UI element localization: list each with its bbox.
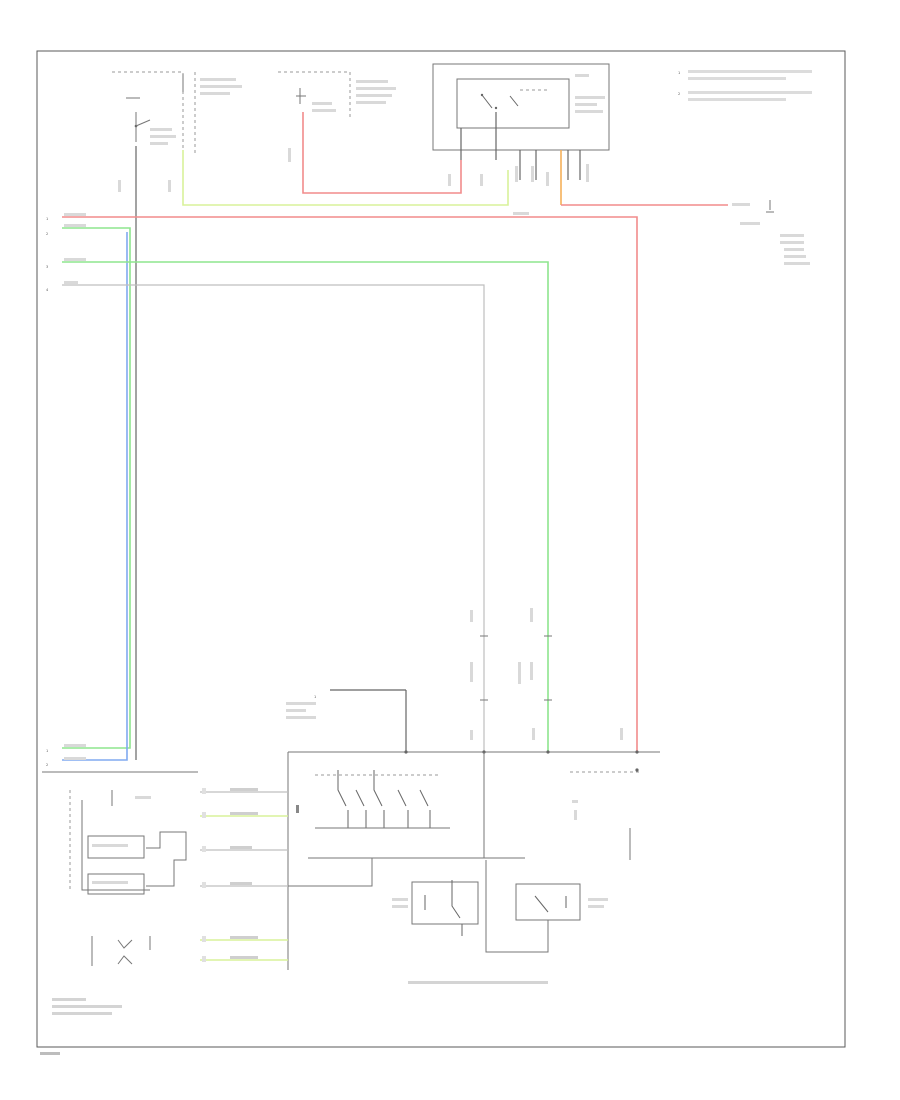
wire-red-top [302, 112, 462, 194]
wire-green-main [62, 261, 549, 752]
svg-text:1: 1 [678, 71, 680, 75]
svg-text:1: 1 [46, 217, 48, 221]
relay-coil-icon [515, 883, 581, 921]
relay-box [432, 63, 610, 182]
fuse-box-a [112, 71, 242, 155]
svg-text:2: 2 [46, 232, 48, 236]
bottom-left-module [42, 771, 198, 1015]
relay-box-notes [575, 74, 605, 113]
svg-text:2: 2 [46, 763, 48, 767]
svg-text:4: 4 [46, 288, 49, 292]
legend: 1 2 [678, 70, 812, 101]
fuse-box-a-notes [150, 78, 242, 145]
wire-red-main [62, 216, 638, 752]
svg-text:3: 3 [46, 265, 48, 269]
circuit-wires [200, 788, 288, 962]
fuse-box-b [278, 71, 396, 120]
diagram-frame [36, 50, 846, 1048]
svg-text:2: 2 [678, 92, 680, 96]
fuse-box-b-notes [312, 80, 396, 112]
wire-yellow-green-top [182, 150, 509, 206]
switch-contact-icon [337, 770, 431, 828]
wire-green-left-loop [62, 227, 131, 749]
svg-text:1: 1 [46, 749, 48, 753]
switch-contact-icon [480, 89, 550, 110]
wire-gray-main [62, 284, 485, 752]
wire-blue-left [62, 232, 128, 761]
relay-coil-icon [411, 881, 479, 925]
svg-text:1: 1 [314, 695, 316, 699]
control-unit: 1 [286, 689, 660, 984]
